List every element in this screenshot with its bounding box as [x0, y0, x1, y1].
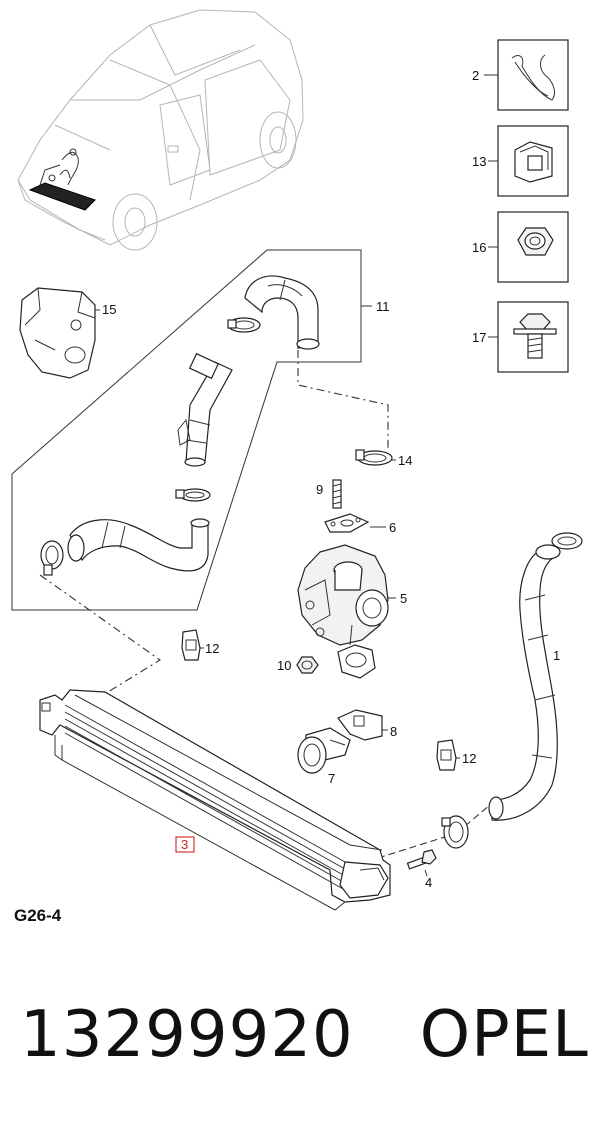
part-5-turbocharger: 5 — [297, 544, 407, 679]
callout-6: 6 — [389, 520, 396, 535]
part-6-gasket: 6 — [324, 513, 396, 535]
part-9-stud: 9 — [316, 479, 342, 509]
part-12-bracket-lower: 12 — [436, 739, 476, 771]
callout-8: 8 — [390, 724, 397, 739]
part-info-footer: 13299920 OPEL — [20, 990, 590, 1080]
part-1-charge-air-hose: 1 — [488, 532, 583, 821]
callout-13: 13 — [472, 154, 486, 169]
part-7-mount: 7 — [297, 727, 351, 786]
vehicle-illustration — [17, 9, 304, 251]
part-17-bolt-box: 17 — [472, 301, 569, 373]
diagram-code: G26-4 — [14, 906, 62, 925]
part-3-intercooler: 3 — [39, 689, 391, 911]
part-14-clamp: 14 — [355, 449, 412, 468]
callout-2: 2 — [472, 68, 479, 83]
callout-15: 15 — [102, 302, 116, 317]
callout-3: 3 — [181, 837, 188, 852]
part-11-hose-kit-group: 11 — [11, 249, 390, 611]
intercooler-location-marker — [28, 148, 96, 211]
parts-exploded-diagram: 2 13 16 17 15 — [11, 9, 583, 911]
part-15-cover: 15 — [19, 287, 116, 379]
callout-12-lower: 12 — [462, 751, 476, 766]
part-number: 13299920 — [20, 998, 354, 1072]
callout-10: 10 — [277, 658, 291, 673]
callout-7: 7 — [328, 771, 335, 786]
part-12-bracket-upper: 12 — [181, 629, 219, 661]
part-2-hose-clip-box: 2 — [472, 39, 569, 111]
callout-4: 4 — [425, 875, 432, 890]
part-13-clip-box: 13 — [472, 125, 569, 197]
callout-17: 17 — [472, 330, 486, 345]
part-16-nut-box: 16 — [472, 211, 569, 283]
callout-11: 11 — [376, 299, 390, 314]
callout-14: 14 — [398, 453, 412, 468]
callout-9: 9 — [316, 482, 323, 497]
callout-12-upper: 12 — [205, 641, 219, 656]
callout-1: 1 — [553, 648, 560, 663]
part-10-nut: 10 — [277, 656, 319, 674]
part-4-bolt: 4 — [406, 849, 437, 890]
brand-name: OPEL — [419, 998, 589, 1072]
callout-16: 16 — [472, 240, 486, 255]
callout-5: 5 — [400, 591, 407, 606]
part-8-bracket: 8 — [337, 709, 397, 741]
hose-clamp-lower — [441, 815, 469, 849]
